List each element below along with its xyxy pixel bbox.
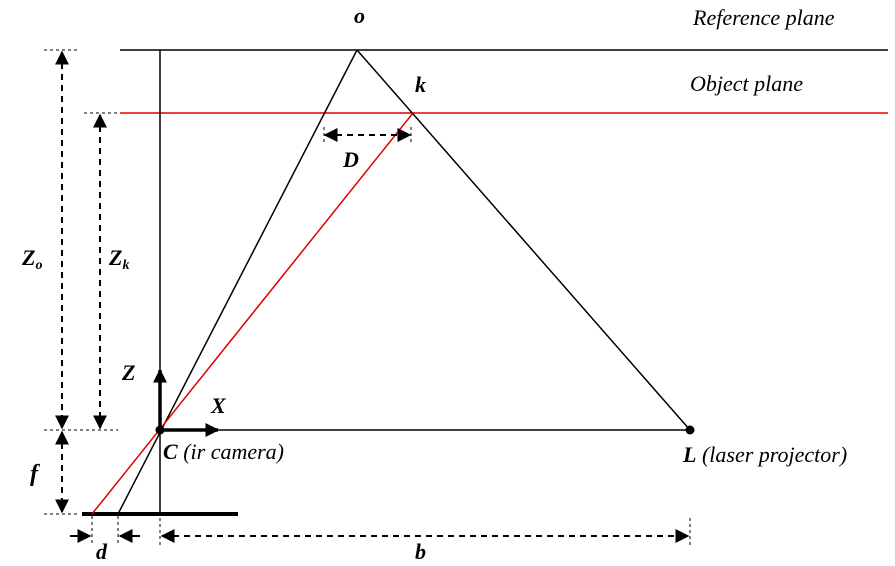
label-x-axis: X: [210, 393, 227, 418]
laser-point: [685, 425, 695, 435]
ray-o-line: [117, 49, 358, 515]
label-Zo: Zo: [21, 245, 42, 273]
label-D: D: [342, 147, 359, 172]
label-camera: C (ir camera): [163, 439, 284, 464]
label-k: k: [415, 72, 426, 97]
label-d: d: [96, 539, 108, 564]
label-z-axis: Z: [121, 360, 135, 385]
ray-o-laser-line: [356, 49, 691, 431]
label-reference-plane: Reference plane: [692, 5, 835, 30]
label-b: b: [415, 539, 426, 564]
label-object-plane: Object plane: [690, 71, 803, 96]
label-laser: L (laser projector): [682, 442, 847, 467]
label-f: f: [30, 461, 40, 487]
ray-k-line: [91, 112, 414, 515]
label-Zk: Zk: [108, 245, 129, 273]
label-o: o: [354, 3, 365, 28]
